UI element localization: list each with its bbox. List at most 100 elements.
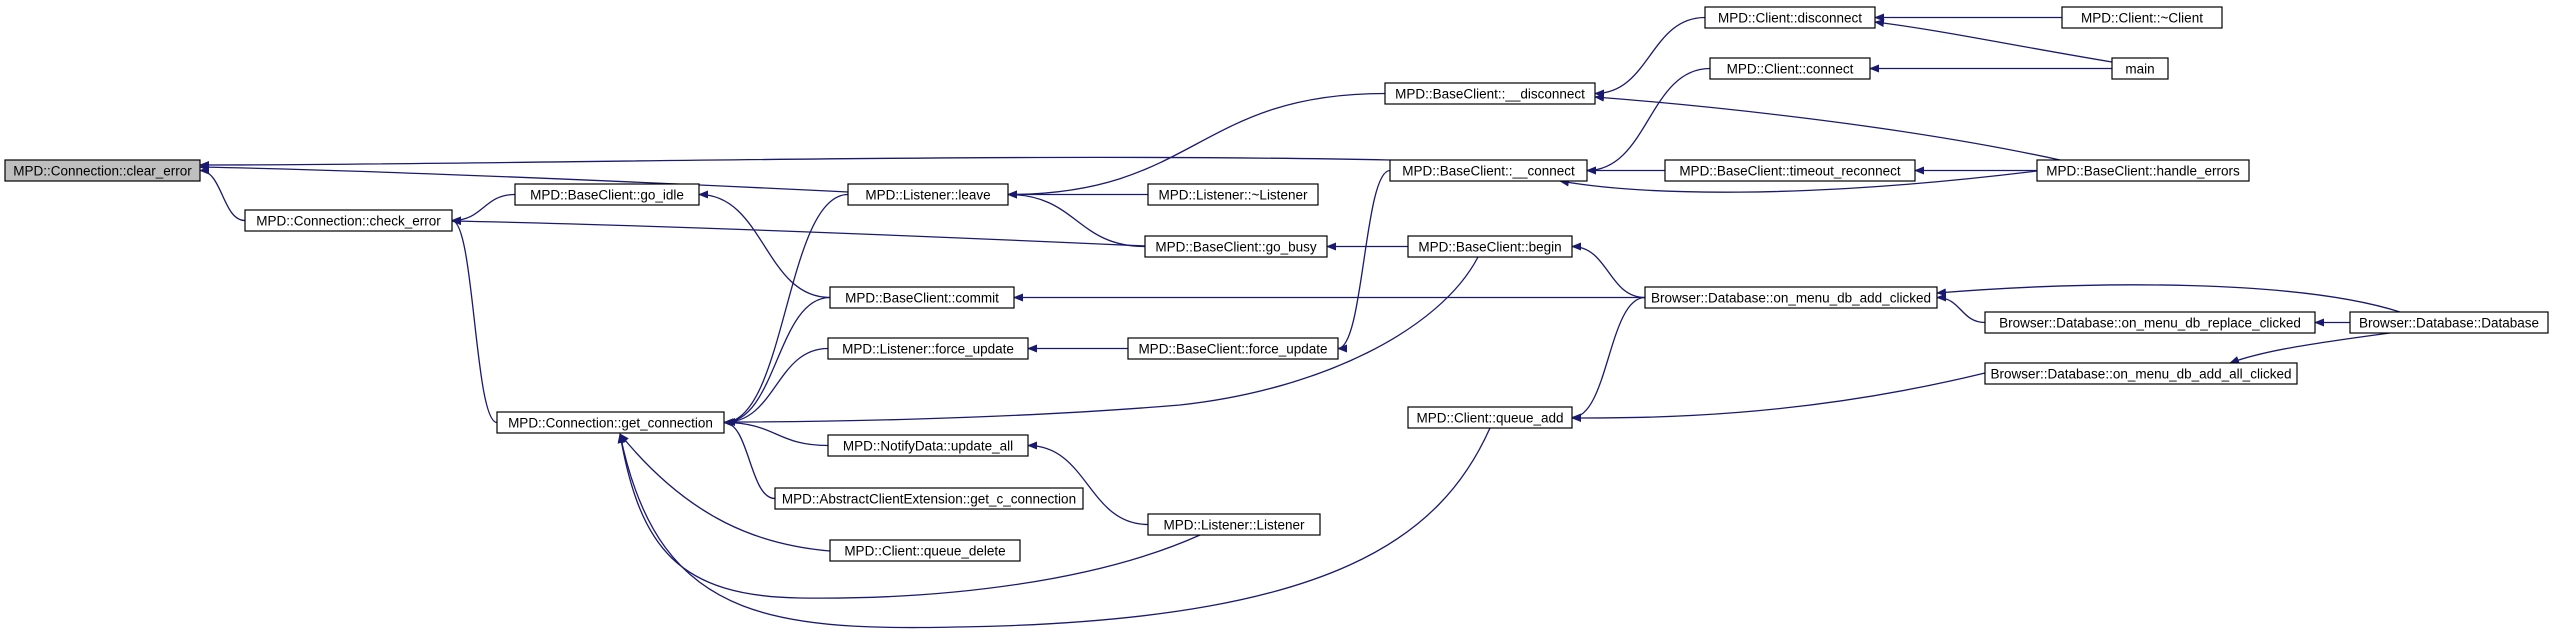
edge-client_connect-to-connect_ — [1586, 67, 1711, 175]
node-go-busy[interactable]: MPD::BaseClient::go_busy — [1144, 235, 1328, 258]
edge-line — [1007, 190, 1146, 248]
node-label: Browser::Database::Database — [2359, 316, 2539, 331]
node-go-idle[interactable]: MPD::BaseClient::go_idle — [514, 183, 700, 206]
node-box — [496, 411, 725, 434]
node-box — [1407, 406, 1573, 429]
node-box — [2111, 57, 2169, 80]
edge-listener_force_update-to-get_connection — [723, 347, 829, 427]
edge-line — [199, 163, 849, 193]
node-box — [4, 159, 201, 182]
edge-commit-to-get_connection — [723, 296, 831, 427]
edge-handle_errors-to-connect_ — [1559, 170, 2038, 193]
node-box — [2061, 6, 2223, 29]
edge-layer — [199, 13, 2401, 629]
node-label: MPD::BaseClient::commit — [845, 291, 999, 306]
node-connect-[interactable]: MPD::BaseClient::__connect — [1389, 159, 1588, 182]
node-get-c-connection[interactable]: MPD::AbstractClientExtension::get_c_conn… — [774, 487, 1084, 510]
edge-listener_ctor-to-notify_update_all — [1027, 441, 1149, 526]
node-client-connect[interactable]: MPD::Client::connect — [1709, 57, 1871, 80]
node-label: MPD::BaseClient::go_idle — [530, 188, 684, 203]
edge-line — [2229, 332, 2391, 364]
node-label: MPD::Connection::clear_error — [13, 164, 192, 179]
node-box — [827, 434, 1029, 457]
node-label: MPD::Client::~Client — [2081, 11, 2203, 26]
node-commit[interactable]: MPD::BaseClient::commit — [829, 286, 1015, 309]
node-database-ctor[interactable]: Browser::Database::Database — [2349, 311, 2549, 334]
node-box — [847, 183, 1009, 206]
node-queue-delete[interactable]: MPD::Client::queue_delete — [829, 539, 1021, 562]
node-label: MPD::Listener::leave — [865, 188, 990, 203]
node-label: Browser::Database::on_menu_db_add_clicke… — [1651, 291, 1931, 306]
edge-line — [1027, 441, 1149, 526]
node-label: MPD::BaseClient::force_update — [1138, 342, 1327, 357]
node-listener-dtor[interactable]: MPD::Listener::~Listener — [1147, 183, 1319, 206]
edge-connect_-to-clear_error — [199, 156, 1391, 169]
node-listener-force-update[interactable]: MPD::Listener::force_update — [827, 337, 1029, 360]
edge-main-to-client_disconnect — [1874, 19, 2113, 63]
node-label: MPD::BaseClient::__connect — [1402, 164, 1575, 179]
node-box — [1664, 159, 1916, 182]
node-begin[interactable]: MPD::BaseClient::begin — [1407, 235, 1573, 258]
node-label: MPD::BaseClient::__disconnect — [1395, 87, 1585, 102]
edge-queue_delete-to-get_connection — [619, 433, 831, 552]
edge-database_ctor-to-on_menu_db_add_clicked — [1936, 284, 2401, 313]
node-label: Browser::Database::on_menu_db_replace_cl… — [1999, 316, 2301, 331]
node-label: MPD::Client::disconnect — [1718, 11, 1862, 26]
edge-listener_ctor-to-get_connection — [617, 433, 1201, 599]
edge-line — [1874, 19, 2113, 63]
node-on-menu-db-add-all-clicked[interactable]: Browser::Database::on_menu_db_add_all_cl… — [1984, 362, 2298, 385]
edge-notify_update_all-to-get_connection — [723, 418, 829, 447]
edge-line — [619, 433, 831, 552]
node-label: MPD::Client::connect — [1727, 62, 1854, 77]
node-clear-error[interactable]: MPD::Connection::clear_error — [4, 159, 201, 182]
node-notify-update-all[interactable]: MPD::NotifyData::update_all — [827, 434, 1029, 457]
node-label: MPD::BaseClient::begin — [1418, 240, 1561, 255]
edge-on_menu_db_add_clicked-to-begin — [1571, 242, 1646, 299]
node-get-connection[interactable]: MPD::Connection::get_connection — [496, 411, 725, 434]
node-disconnect-[interactable]: MPD::BaseClient::__disconnect — [1384, 82, 1596, 105]
edge-get_connection-to-check_error — [451, 216, 498, 424]
node-layer: MPD::Connection::clear_errorMPD::Connect… — [4, 6, 2549, 562]
node-label: main — [2125, 62, 2154, 77]
node-box — [1704, 6, 1876, 29]
edge-go_idle-to-check_error — [451, 193, 516, 225]
node-label: MPD::Connection::get_connection — [508, 416, 713, 431]
edge-line — [1571, 372, 1986, 422]
node-box — [827, 337, 1029, 360]
edge-line — [1571, 296, 1646, 422]
node-timeout-reconnect[interactable]: MPD::BaseClient::timeout_reconnect — [1664, 159, 1916, 182]
node-baseclient-force-update[interactable]: MPD::BaseClient::force_update — [1127, 337, 1339, 360]
edge-line — [617, 433, 1201, 599]
edge-connect_-to-baseclient_force_update — [1337, 169, 1391, 353]
node-box — [1127, 337, 1339, 360]
node-label: MPD::NotifyData::update_all — [843, 439, 1013, 454]
node-box — [1984, 362, 2298, 385]
node-box — [514, 183, 700, 206]
node-check-error[interactable]: MPD::Connection::check_error — [244, 209, 453, 232]
node-main[interactable]: main — [2111, 57, 2169, 80]
edge-line — [1936, 293, 1986, 324]
node-client-disconnect[interactable]: MPD::Client::disconnect — [1704, 6, 1876, 29]
node-handle-errors[interactable]: MPD::BaseClient::handle_errors — [2036, 159, 2250, 182]
node-on-menu-db-replace-clicked[interactable]: Browser::Database::on_menu_db_replace_cl… — [1984, 311, 2316, 334]
node-label: MPD::BaseClient::go_busy — [1155, 240, 1317, 255]
node-label: MPD::Listener::Listener — [1163, 518, 1305, 533]
node-queue-add[interactable]: MPD::Client::queue_add — [1407, 406, 1573, 429]
edge-line — [1559, 170, 2038, 193]
edge-database_ctor-to-on_menu_db_add_all_clicked — [2229, 332, 2391, 364]
node-on-menu-db-add-clicked[interactable]: Browser::Database::on_menu_db_add_clicke… — [1644, 286, 1938, 309]
edge-check_error-to-clear_error — [199, 166, 246, 222]
edge-line — [1007, 92, 1386, 199]
node-label: MPD::Connection::check_error — [256, 214, 441, 229]
node-client-dtor[interactable]: MPD::Client::~Client — [2061, 6, 2223, 29]
node-label: MPD::Client::queue_add — [1416, 411, 1563, 426]
node-listener-leave[interactable]: MPD::Listener::leave — [847, 183, 1009, 206]
edge-line — [1571, 242, 1646, 299]
edge-listener_leave-to-get_connection — [723, 193, 849, 427]
node-label: MPD::Client::queue_delete — [844, 544, 1005, 559]
node-listener-ctor[interactable]: MPD::Listener::Listener — [1147, 513, 1321, 536]
node-box — [774, 487, 1084, 510]
node-label: MPD::Listener::force_update — [842, 342, 1014, 357]
node-box — [1147, 513, 1321, 536]
